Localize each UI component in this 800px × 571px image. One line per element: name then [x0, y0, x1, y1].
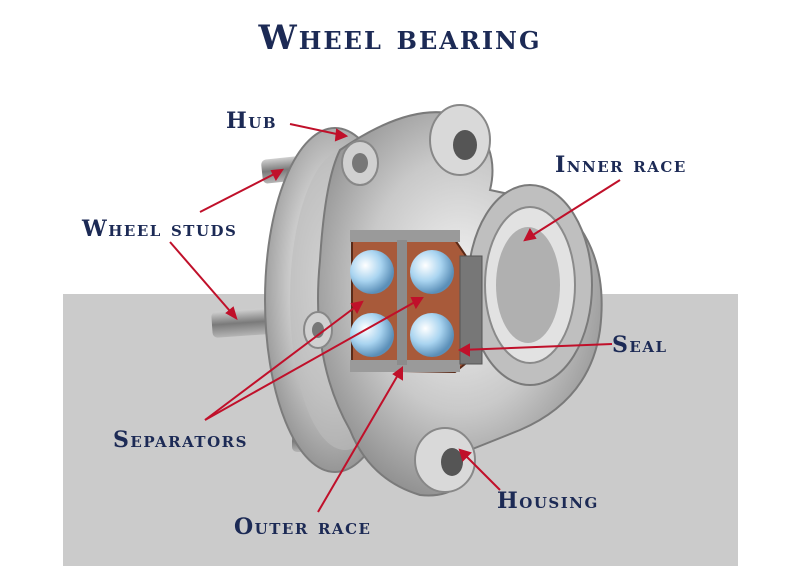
label-outer-race: Outer race	[234, 514, 372, 540]
label-seal: Seal	[612, 332, 668, 358]
label-separators: Separators	[113, 427, 248, 453]
label-inner-race: Inner race	[555, 152, 687, 178]
diagram-title: Wheel bearing	[258, 18, 542, 58]
cutaway-section	[350, 230, 483, 374]
label-hub: Hub	[226, 108, 278, 134]
pointer-lines	[169, 123, 621, 513]
separator-ring	[397, 240, 407, 365]
seal-graphic	[459, 255, 483, 365]
inner-race-graphic	[467, 184, 593, 386]
label-wheel-studs: Wheel studs	[82, 216, 238, 242]
label-housing: Housing	[497, 488, 599, 514]
